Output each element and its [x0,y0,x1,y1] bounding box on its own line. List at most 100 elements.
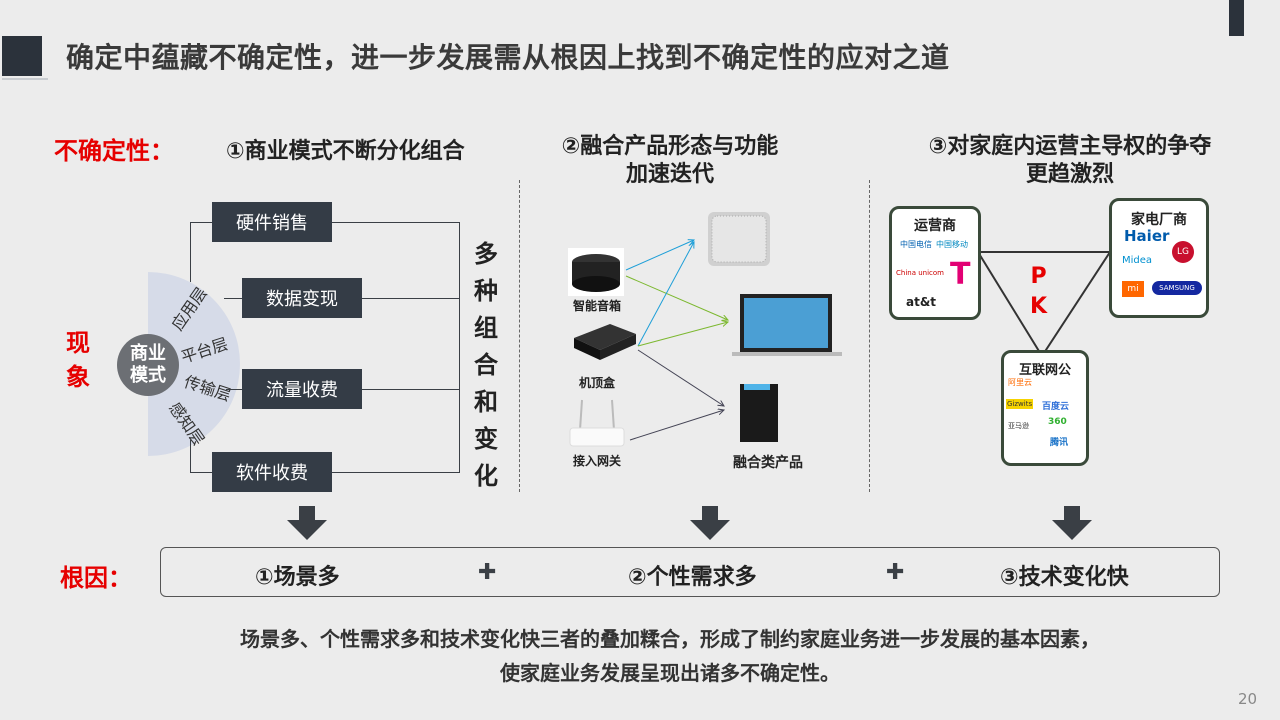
phenomenon-char-2: 象 [66,363,90,391]
bracket-2 [362,298,460,299]
midea-logo: Midea [1122,255,1153,266]
china-unicom-logo: China unicom [896,269,944,277]
uncertainty-label: 不确定性： [54,137,174,165]
summary-text: 场景多、个性需求多和技术变化快三者的叠加糅合，形成了制约家庭业务进一步发展的基本… [100,622,1240,690]
column3-title: ③对家庭内运营主导权的争夺 更趋激烈 [900,133,1240,189]
aliyun-logo: 阿里云 [1008,378,1032,387]
column3-title-line2: 更趋激烈 [1025,162,1114,187]
arrow-router-to-fusion [629,410,724,441]
plus-icon-1: ✚ [478,560,497,585]
layer-fan-diagram [148,272,240,456]
device-label-gateway: 接入网关 [572,454,621,468]
bracket-top [332,222,460,223]
top-right-decoration-bar [1229,0,1244,36]
revenue-hardware-sales: 硬件销售 [212,202,332,242]
pk-triangle-diagram [976,251,1112,358]
operators-box: 运营商 中国电信 中国移动 China unicom T at&t [889,206,981,320]
vt-char-3: 组 [474,314,498,342]
pk-triangle [976,251,1112,358]
vt-char-4: 合 [474,351,498,379]
pk-p: P [1030,264,1047,289]
business-model-line1: 商业 [130,343,166,364]
phenomenon-char-1: 现 [66,329,90,357]
column2-title: ②融合产品形态与功能 加速迭代 [540,133,800,189]
multi-combination-vertical-text: 多 种 组 合 和 变 化 [472,236,500,495]
connector-traffic [226,389,242,390]
vt-char-6: 变 [474,425,498,453]
column3-title-line1: ③对家庭内运营主导权的争夺 [928,134,1212,159]
slide-title: 确定中蕴藏不确定性，进一步发展需从根因上找到不确定性的应对之道 [66,41,950,74]
fusion-product-icon [740,384,778,442]
arrow-stb-to-speaker [637,242,694,347]
device-label-set-top-box: 机顶盒 [578,376,615,390]
china-telecom-logo: 中国电信 [900,240,932,249]
down-arrow-2 [690,506,730,540]
phenomenon-label: 现 象 [66,326,90,394]
baidu-cloud-logo: 百度云 [1042,402,1070,412]
appliance-makers-title: 家电厂商 [1131,212,1187,228]
arrow-speaker-to-laptop [625,275,728,320]
360-logo: 360 [1048,417,1067,427]
vt-char-5: 和 [474,388,498,416]
bracket-bottom [332,472,460,473]
title-decoration-square [2,36,42,76]
bracket-vertical [459,222,460,473]
amazon-logo: 亚马逊 [1008,422,1029,430]
arrow-stb-to-fusion [637,349,724,406]
lg-logo: LG [1172,241,1194,263]
connector-sw [190,440,191,472]
bracket-3 [362,389,460,390]
column1-title: ①商业模式不断分化组合 [226,139,465,164]
vt-char-7: 化 [474,462,498,490]
root-scenarios: ①场景多 [255,565,340,590]
vt-char-1: 多 [474,240,498,268]
haier-logo: Haier [1124,227,1170,245]
connector-sw-h [190,472,212,473]
page-number: 20 [1238,690,1258,708]
pk-label: P K [1030,262,1047,322]
internet-companies-box: 互联网公 阿里云 Gizwits 百度云 亚马逊 360 腾讯 [1001,350,1089,466]
appliance-makers-box: 家电厂商 Haier LG Midea mi SAMSUNG [1109,198,1209,318]
connector-hw-h [190,222,212,223]
root-personal-needs: ②个性需求多 [628,565,757,590]
column2-title-line2: 加速迭代 [625,162,714,187]
root-cause-label: 根因： [60,564,132,592]
set-top-box-icon [574,324,636,360]
internet-companies-title: 互联网公 [1018,363,1071,378]
samsung-logo: SAMSUNG [1152,281,1202,295]
pk-k: K [1030,294,1048,319]
connector-hw [190,222,191,282]
title-decoration-line [2,78,48,80]
router-icon [569,399,625,447]
root-cause-box [160,547,1220,597]
summary-line2: 使家庭业务发展呈现出诸多不确定性。 [500,661,840,685]
tencent-logo: 腾讯 [1050,438,1069,448]
china-mobile-logo: 中国移动 [936,240,968,249]
operators-title: 运营商 [914,218,956,234]
connector-data [224,298,242,299]
xiaomi-logo: mi [1122,281,1144,297]
device-label-fusion-product: 融合类产品 [733,455,803,471]
smart-speaker-icon [568,248,624,296]
t-mobile-logo: T [950,257,971,292]
device-convergence-diagram [568,212,842,447]
revenue-data-monetization: 数据变现 [242,278,362,318]
column2-title-line1: ②融合产品形态与功能 [561,134,779,159]
gizwits-logo: Gizwits [1006,399,1034,409]
down-arrow-3 [1052,506,1092,540]
down-arrow-1 [287,506,327,540]
smart-speaker-product-icon [708,212,770,266]
separator-1 [519,180,520,492]
summary-line1: 场景多、个性需求多和技术变化快三者的叠加糅合，形成了制约家庭业务进一步发展的基本… [240,627,1100,651]
arrow-stb-to-laptop [637,322,728,347]
device-label-smart-speaker: 智能音箱 [572,299,621,313]
root-tech-change: ③技术变化快 [1000,565,1129,590]
arrow-speaker-to-speaker [625,240,694,271]
vt-char-2: 种 [474,277,498,305]
separator-2 [869,180,870,492]
laptop-icon [732,294,842,356]
plus-icon-2: ✚ [886,560,905,585]
layer-fan-shape [148,272,240,456]
revenue-software-fee: 软件收费 [212,452,332,492]
att-logo: at&t [906,295,937,309]
